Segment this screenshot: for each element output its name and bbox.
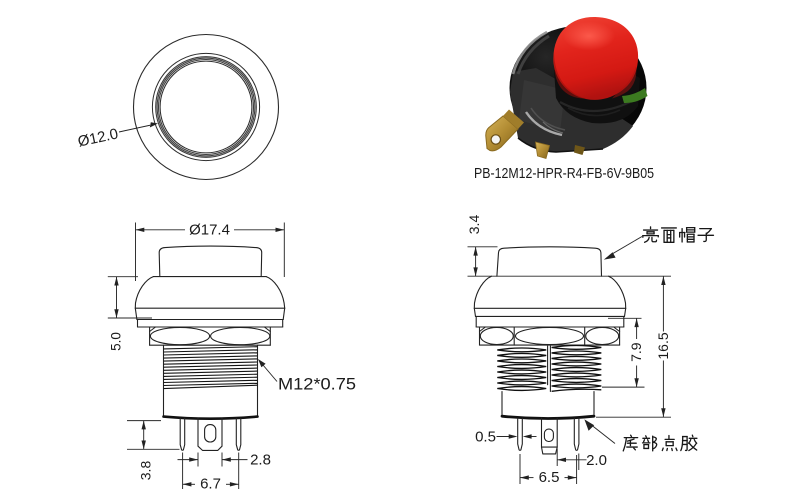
svg-text:16.5: 16.5: [655, 332, 671, 359]
svg-text:M12*0.75: M12*0.75: [278, 376, 356, 394]
svg-text:PB-12M12-HPR-R4-FB-6V-9B05: PB-12M12-HPR-R4-FB-6V-9B05: [474, 165, 654, 182]
svg-text:7.9: 7.9: [628, 342, 644, 362]
svg-text:5.0: 5.0: [109, 332, 124, 351]
svg-text:Ø17.4: Ø17.4: [189, 222, 230, 239]
svg-text:2.8: 2.8: [250, 452, 271, 469]
svg-text:0.5: 0.5: [475, 429, 496, 446]
svg-text:6.7: 6.7: [200, 475, 221, 492]
svg-text:3.4: 3.4: [466, 215, 482, 235]
svg-text:Ø12.0: Ø12.0: [76, 125, 120, 150]
svg-text:6.5: 6.5: [539, 469, 560, 486]
svg-text:3.8: 3.8: [137, 461, 153, 481]
svg-text:2.0: 2.0: [586, 452, 607, 469]
